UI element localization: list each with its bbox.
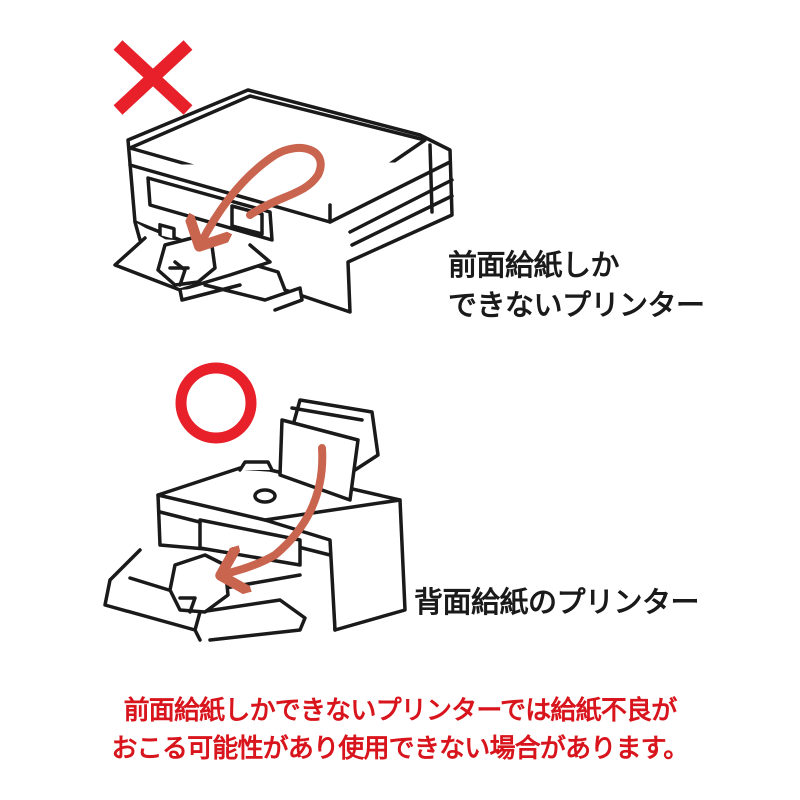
warning-note-line1: 前面給紙しかできないプリンターでは給紙不良が: [123, 696, 678, 726]
rear-feed-printer: [103, 398, 407, 642]
cross-mark: [113, 40, 193, 115]
front-feed-arrow: [200, 143, 325, 245]
warning-note: 前面給紙しかできないプリンターでは給紙不良が おこる可能性があり使用できない場合…: [0, 692, 800, 768]
rear-feed-caption: 背面給紙のプリンター: [414, 585, 700, 619]
circle-mark: [175, 362, 257, 444]
rear-feed-arrow: [222, 444, 327, 575]
front-feed-caption-line1: 前面給紙しか: [448, 248, 620, 282]
front-feed-caption: 前面給紙しか できないプリンター: [448, 245, 705, 325]
warning-note-line2: おこる可能性があり使用できない場合があります。: [111, 734, 689, 764]
front-feed-caption-line2: できないプリンター: [448, 288, 705, 322]
